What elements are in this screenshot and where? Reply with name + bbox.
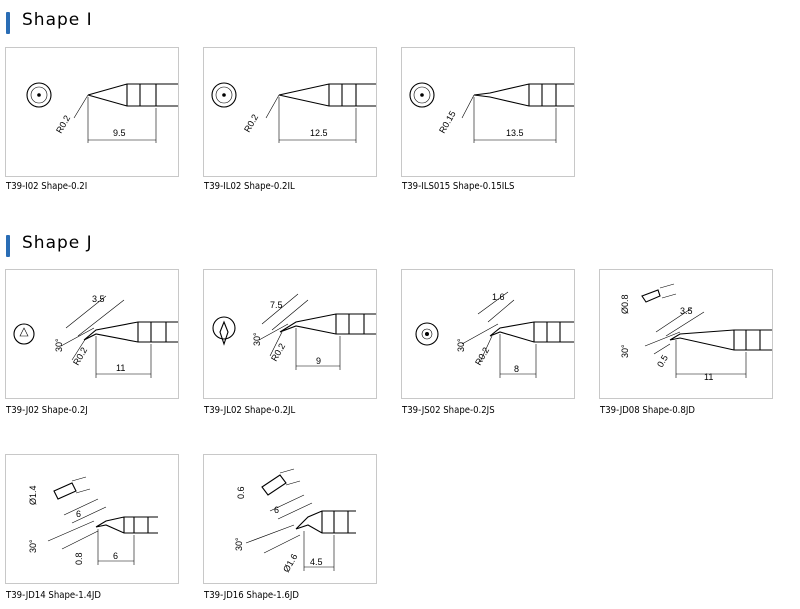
dim-top: 3.5 xyxy=(92,294,105,304)
tip-diagram-card: 0.6 6 30° Ø1.6 4.5 xyxy=(203,454,377,584)
dim-length: 11 xyxy=(116,363,125,373)
dim-angle: 30° xyxy=(456,338,466,352)
tip-diagram-card: Ø1.4 6 30° 0.8 6 xyxy=(5,454,179,584)
tip-caption: T39-JL02 Shape-0.2JL xyxy=(204,405,296,416)
section-title: Shape I xyxy=(22,10,93,30)
dim-length: 12.5 xyxy=(310,128,328,138)
dim-width: 0.6 xyxy=(236,486,246,499)
dim-angle: 30° xyxy=(620,344,630,358)
tip-caption: T39-JD14 Shape-1.4JD xyxy=(6,590,101,601)
dim-angle: 30° xyxy=(28,539,38,553)
dim-length: 9.5 xyxy=(113,128,126,138)
dim-angle: 30° xyxy=(234,537,244,551)
dim-top: 6 xyxy=(274,505,279,515)
dim-diameter: Ø0.8 xyxy=(620,294,630,314)
dim-radius: R0.2 xyxy=(473,346,491,367)
dim-offset: 0.5 xyxy=(655,353,670,369)
dim-diameter: Ø1.6 xyxy=(281,552,299,574)
tip-diagram-card: 1.6 30° R0.2 8 xyxy=(401,269,575,399)
tip-drawing-jd08: Ø0.8 3.5 30° 0.5 11 xyxy=(620,283,772,382)
dim-length: 8 xyxy=(514,364,519,374)
dim-offset: 0.8 xyxy=(74,552,84,565)
dim-top: 1.6 xyxy=(492,292,505,302)
dim-length: 13.5 xyxy=(506,128,524,138)
tip-diagram-card: R0.15 13.5 xyxy=(401,47,575,177)
tip-drawing-jd14: Ø1.4 6 30° 0.8 6 xyxy=(28,476,158,565)
section-header-shape-i: Shape I xyxy=(0,8,800,36)
dim-angle: 30° xyxy=(252,332,262,346)
dim-length: 11 xyxy=(704,372,713,382)
tip-diagram-card: R0.2 9.5 xyxy=(5,47,179,177)
dim-radius: R0.2 xyxy=(242,113,260,134)
dim-length: 4.5 xyxy=(310,557,323,567)
dim-top: 3.5 xyxy=(680,306,693,316)
tip-drawing-jl02: 7.5 30° R0.2 9 xyxy=(212,293,376,370)
tip-caption: T39-I02 Shape-0.2I xyxy=(6,181,88,192)
dim-length: 9 xyxy=(316,356,321,366)
dim-length: 6 xyxy=(113,551,118,561)
dim-radius: R0.2 xyxy=(71,346,89,367)
dim-top: 6 xyxy=(76,509,81,519)
section-accent-bar xyxy=(6,12,10,34)
tip-drawing-js02: 1.6 30° R0.2 8 xyxy=(415,291,574,378)
tip-drawing-jd16: 0.6 6 30° Ø1.6 4.5 xyxy=(234,468,356,574)
section-title: Shape J xyxy=(22,233,93,253)
dim-radius: R0.15 xyxy=(437,109,458,135)
dim-radius: R0.2 xyxy=(269,342,287,363)
tip-caption: T39-JS02 Shape-0.2JS xyxy=(402,405,495,416)
dim-diameter: Ø1.4 xyxy=(28,485,38,505)
tip-caption: T39-JD08 Shape-0.8JD xyxy=(600,405,695,416)
tip-diagram-card: R0.2 12.5 xyxy=(203,47,377,177)
tip-caption: T39-ILS015 Shape-0.15ILS xyxy=(402,181,515,192)
tip-diagram-card: 3.5 30° R0.2 11 xyxy=(5,269,179,399)
section-header-shape-j: Shape J xyxy=(0,231,800,259)
tip-diagram-card: Ø0.8 3.5 30° 0.5 11 xyxy=(599,269,773,399)
dim-angle: 30° xyxy=(54,338,64,352)
dim-top: 7.5 xyxy=(270,300,283,310)
section-accent-bar xyxy=(6,235,10,257)
tip-caption: T39-JD16 Shape-1.6JD xyxy=(204,590,299,601)
tip-drawing-i02: R0.2 9.5 xyxy=(26,82,178,143)
tip-drawing-il02: R0.2 12.5 xyxy=(211,82,376,143)
tip-drawing-j02: 3.5 30° R0.2 11 xyxy=(13,294,178,378)
tip-diagram-card: 7.5 30° R0.2 9 xyxy=(203,269,377,399)
tip-drawing-ils015: R0.15 13.5 xyxy=(409,82,574,143)
dim-radius: R0.2 xyxy=(54,114,72,135)
tip-caption: T39-IL02 Shape-0.2IL xyxy=(204,181,295,192)
tip-caption: T39-J02 Shape-0.2J xyxy=(6,405,88,416)
